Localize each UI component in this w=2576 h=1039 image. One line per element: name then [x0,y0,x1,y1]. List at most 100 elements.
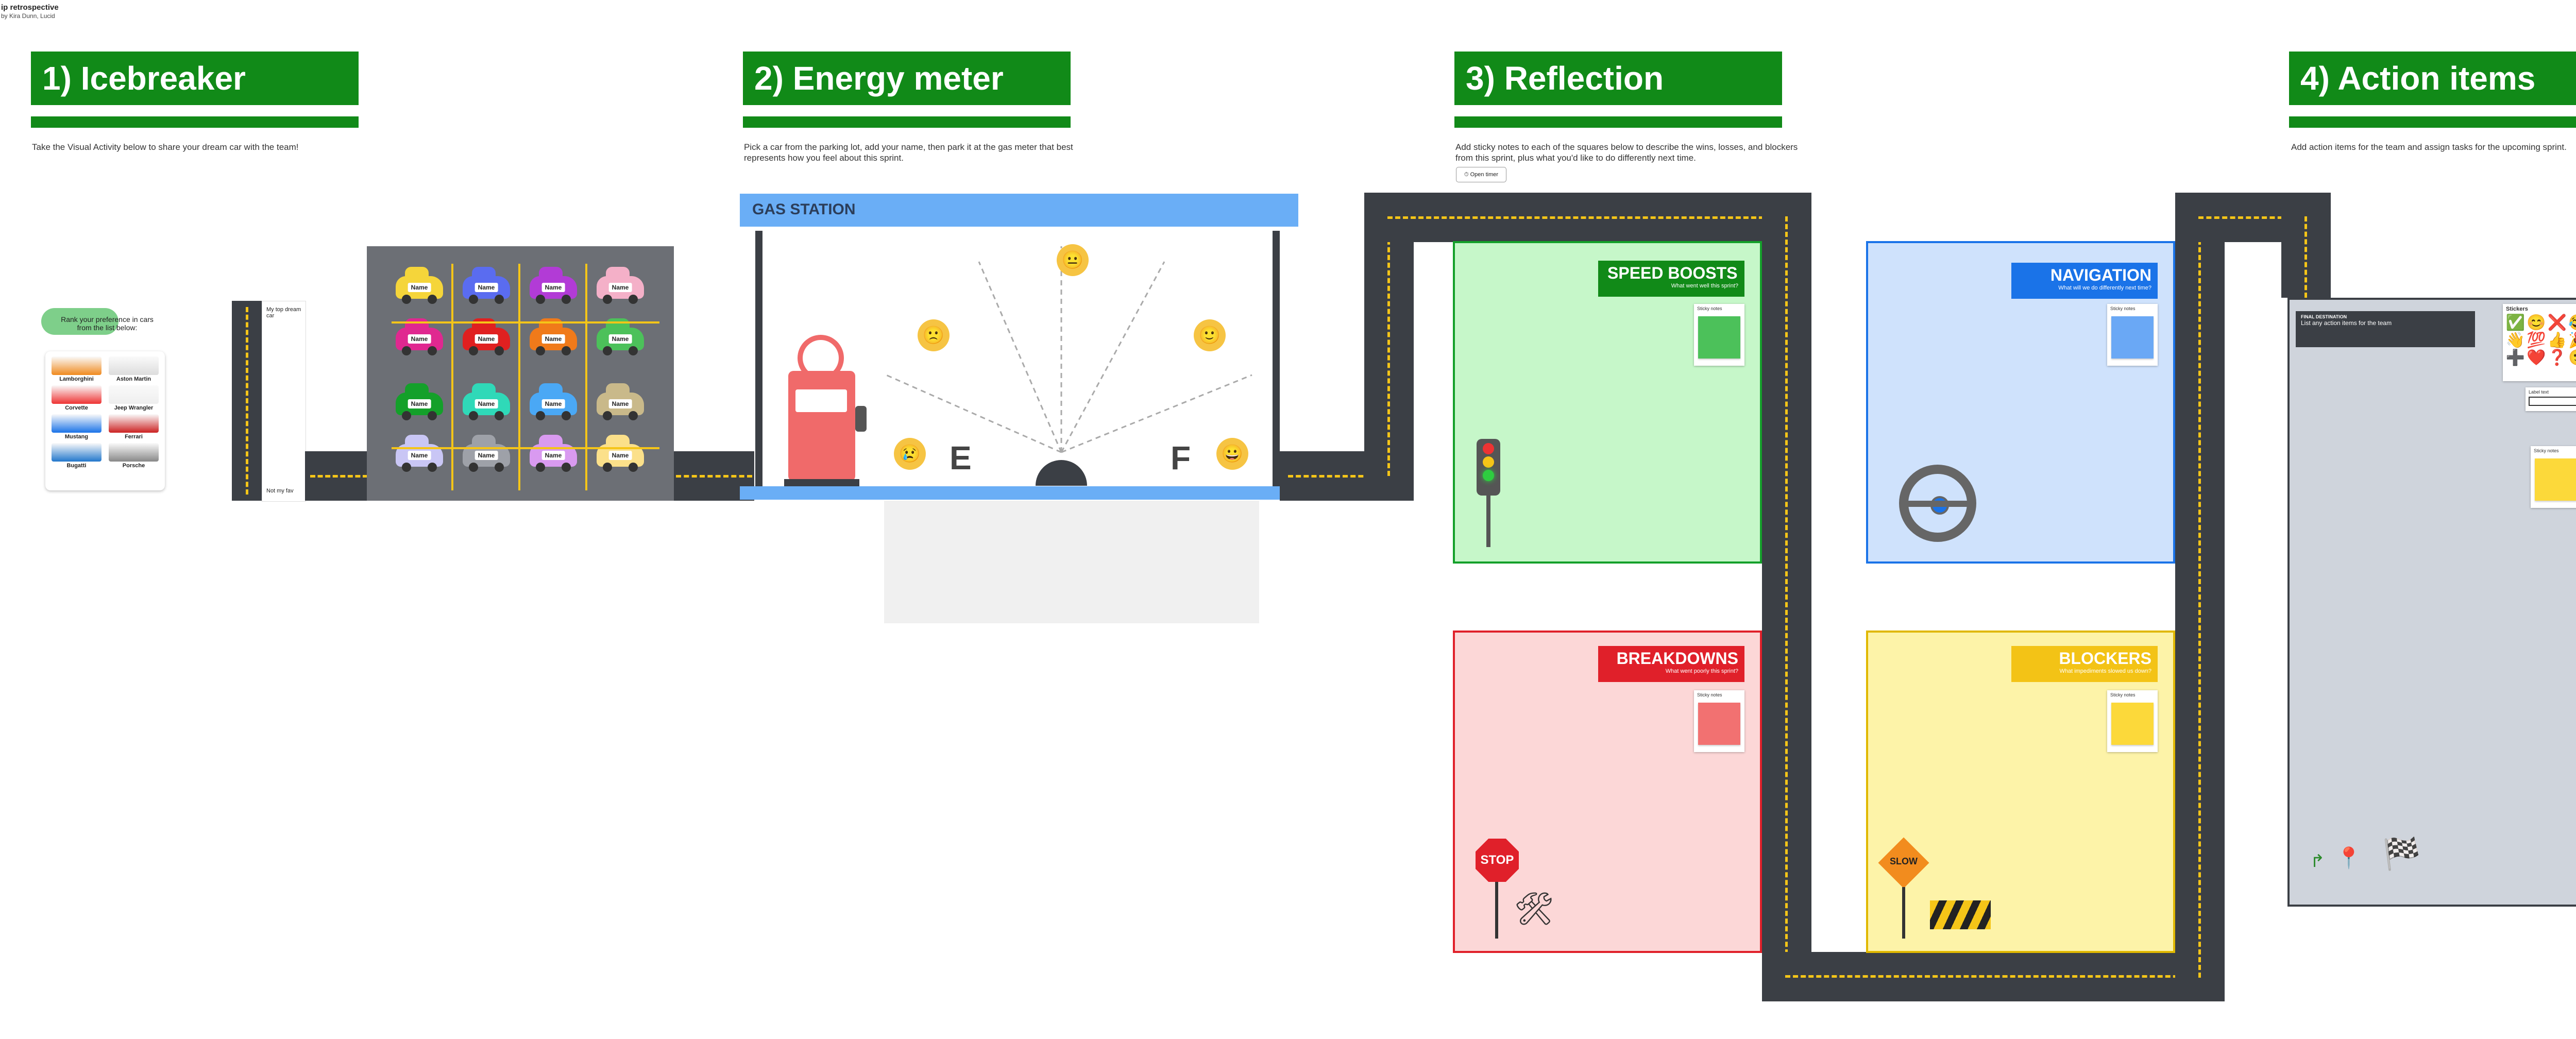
navigation-title: NAVIGATION [2050,266,2151,284]
open-timer-button[interactable]: ⏱ Open timer [1456,167,1506,182]
blockers-sticky-pad[interactable]: Sticky notes [2107,690,2158,752]
ranked-car[interactable]: Ferrari [109,414,159,440]
ranked-car[interactable]: Mustang [52,414,101,440]
gas-station-canopy[interactable]: GAS STATION [740,194,1298,227]
breakdowns-sticky-pad[interactable]: Sticky notes [1694,690,1744,752]
icebreaker-heading[interactable]: 1) Icebreaker [31,52,359,105]
ranking-prompt[interactable]: Rank your preference in cars from the li… [61,315,154,332]
label-text-card[interactable]: Label text [2526,387,2576,411]
parked-car[interactable]: Name [597,318,644,355]
energy-gauge[interactable] [762,231,1273,488]
actions-sticky-pad[interactable]: Sticky notes [2531,446,2576,508]
ranked-car[interactable]: Aston Martin [109,356,159,382]
navigation-sticky-pad[interactable]: Sticky notes [2107,304,2158,366]
ranked-car[interactable]: Porsche [109,443,159,469]
checkered-flag-icon: 🏁 [2382,837,2421,871]
document-title: ip retrospective [1,3,59,12]
actions-description[interactable]: Add action items for the team and assign… [2291,142,2567,152]
sticker-icon[interactable]: 💯 [2527,332,2546,349]
gas-station-base [740,486,1298,500]
car-photo-icon [52,356,101,375]
car-name-label[interactable]: Name [541,451,565,460]
car-name-label[interactable]: Name [408,283,431,292]
car-photo-icon [52,443,101,462]
sticky-note[interactable] [2111,703,2154,745]
stickers-card[interactable]: Stickers ✅😊❌😂👋💯👍🎉➕❤️❓🙂 [2503,304,2576,381]
car-name-label[interactable]: Name [474,451,498,460]
parked-car[interactable]: Name [463,318,510,355]
ranking-slot-panel[interactable]: My top dream car Not my fav [262,301,306,502]
reflection-heading[interactable]: 3) Reflection [1454,52,1782,105]
parked-car[interactable]: Name [396,318,443,355]
sticker-icon[interactable]: ❌ [2547,314,2567,331]
sticky-note[interactable] [1698,703,1740,745]
car-name-label: Porsche [122,463,145,469]
sticker-icon[interactable]: ✅ [2505,314,2525,331]
car-name-label[interactable]: Name [608,399,632,408]
energy-description[interactable]: Pick a car from the parking lot, add you… [744,142,1208,163]
parked-car[interactable]: Name [396,383,443,420]
sticky-note[interactable] [1698,316,1740,359]
sticker-icon[interactable]: 🎉 [2568,332,2576,349]
car-name-label[interactable]: Name [474,334,498,344]
action-items-panel[interactable]: FINAL DESTINATION List any action items … [2287,298,2576,907]
car-wheel [428,295,437,304]
sticker-icon[interactable]: ❓ [2547,349,2567,366]
car-name-label[interactable]: Name [408,451,431,460]
final-destination-box[interactable]: FINAL DESTINATION List any action items … [2296,311,2475,347]
ranked-car[interactable]: Lamborghini [52,356,101,382]
breakdowns-zone[interactable]: BREAKDOWNS What went poorly this sprint?… [1453,631,1762,953]
sticker-icon[interactable]: 😊 [2527,314,2546,331]
sticker-icon[interactable]: 😂 [2568,314,2576,332]
car-name-label[interactable]: Name [474,399,498,408]
ranked-car[interactable]: Jeep Wrangler [109,385,159,411]
parked-car[interactable]: Name [530,267,577,304]
car-name-label[interactable]: Name [474,283,498,292]
actions-banner-bar [2289,116,2576,128]
ranked-car[interactable]: Bugatti [52,443,101,469]
sticker-icon[interactable]: 👋 [2505,332,2525,349]
navigation-zone[interactable]: NAVIGATION What will we do differently n… [1866,241,2175,564]
car-name-label[interactable]: Name [608,334,632,344]
sticker-icon[interactable]: 👍 [2547,332,2567,349]
sticky-note[interactable] [2111,316,2154,359]
ranked-car[interactable]: Corvette [52,385,101,411]
parked-car[interactable]: Name [463,383,510,420]
car-name-label[interactable]: Name [541,399,565,408]
blockers-zone[interactable]: BLOCKERS What impediments slowed us down… [1866,631,2175,953]
car-name-label[interactable]: Name [541,334,565,344]
sticker-icon[interactable]: ➕ [2505,349,2525,366]
label-text-input[interactable] [2529,397,2576,406]
parked-car[interactable]: Name [463,267,510,304]
car-name-label[interactable]: Name [408,334,431,344]
sticker-icon[interactable]: ❤️ [2527,349,2546,366]
parked-car[interactable]: Name [530,318,577,355]
parked-car[interactable]: Name [396,267,443,304]
speed-boosts-sticky-pad[interactable]: Sticky notes [1694,304,1744,366]
car-name-label[interactable]: Name [408,399,431,408]
car-wheel [629,295,638,304]
energy-meter-heading[interactable]: 2) Energy meter [743,52,1071,105]
parked-car[interactable]: Name [530,383,577,420]
car-wheel [495,411,504,420]
action-items-heading[interactable]: 4) Action items [2289,52,2576,105]
slow-sign-icon: SLOW [1890,856,1918,866]
sticker-icon[interactable]: 🙂 [2568,349,2576,367]
parked-car[interactable]: Name [597,267,644,304]
car-wheel [603,295,612,304]
reflection-description[interactable]: Add sticky notes to each of the squares … [1455,142,1929,163]
car-roof [472,267,496,278]
parked-car[interactable]: Name [597,383,644,420]
stop-sign-icon: STOP [1476,839,1519,882]
car-wheel [629,411,638,420]
icebreaker-description[interactable]: Take the Visual Activity below to share … [32,142,299,152]
sticky-note[interactable] [2535,458,2576,501]
car-wheel [428,411,437,420]
car-name-label[interactable]: Name [608,283,632,292]
speed-boosts-zone[interactable]: SPEED BOOSTS What went well this sprint?… [1453,241,1762,564]
car-name-label[interactable]: Name [541,283,565,292]
parking-pad[interactable] [884,501,1259,623]
car-name-label[interactable]: Name [608,451,632,460]
